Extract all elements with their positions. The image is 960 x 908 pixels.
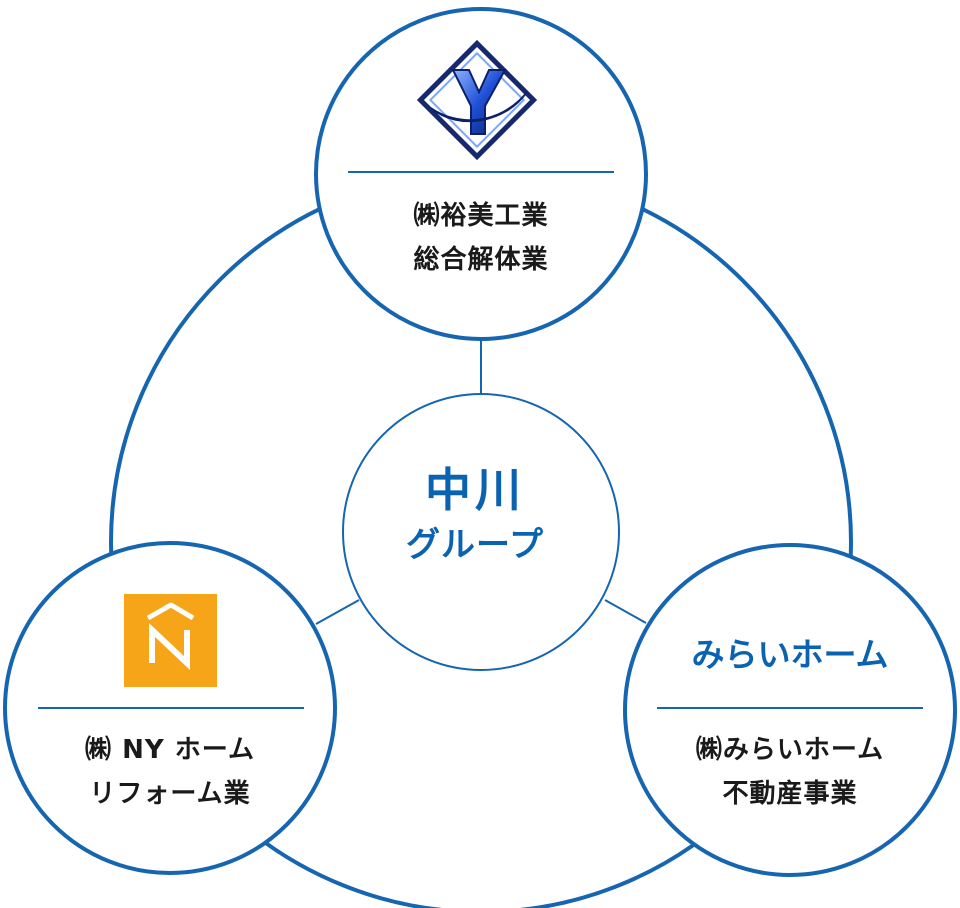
node-left-label: ㈱ NY ホーム リフォーム業 [35,728,305,816]
node-top-line2: 総合解体業 [413,245,549,275]
node-right-brand: みらいホーム [691,635,889,674]
yumi-y-logo-icon [416,39,538,161]
node-top-circle [314,7,648,341]
ny-home-n-logo-icon [124,594,217,687]
center-title: 中川 [425,463,525,517]
center-circle [342,393,620,671]
center-label: 中川 グループ [340,460,610,570]
node-left-line1: ㈱ NY ホーム [85,735,255,765]
node-right-line1: ㈱みらいホーム [695,735,885,765]
connector-right [604,599,647,624]
node-right-line2: 不動産事業 [722,779,858,809]
center-subtitle: グループ [406,525,544,565]
node-left-line2: リフォーム業 [89,779,251,809]
node-top-label: ㈱裕美工業 総合解体業 [346,194,616,282]
node-right-circle [623,543,957,877]
node-right-label: ㈱みらいホーム 不動産事業 [655,728,925,816]
node-top-line1: ㈱裕美工業 [413,201,549,231]
connector-left [315,599,360,625]
